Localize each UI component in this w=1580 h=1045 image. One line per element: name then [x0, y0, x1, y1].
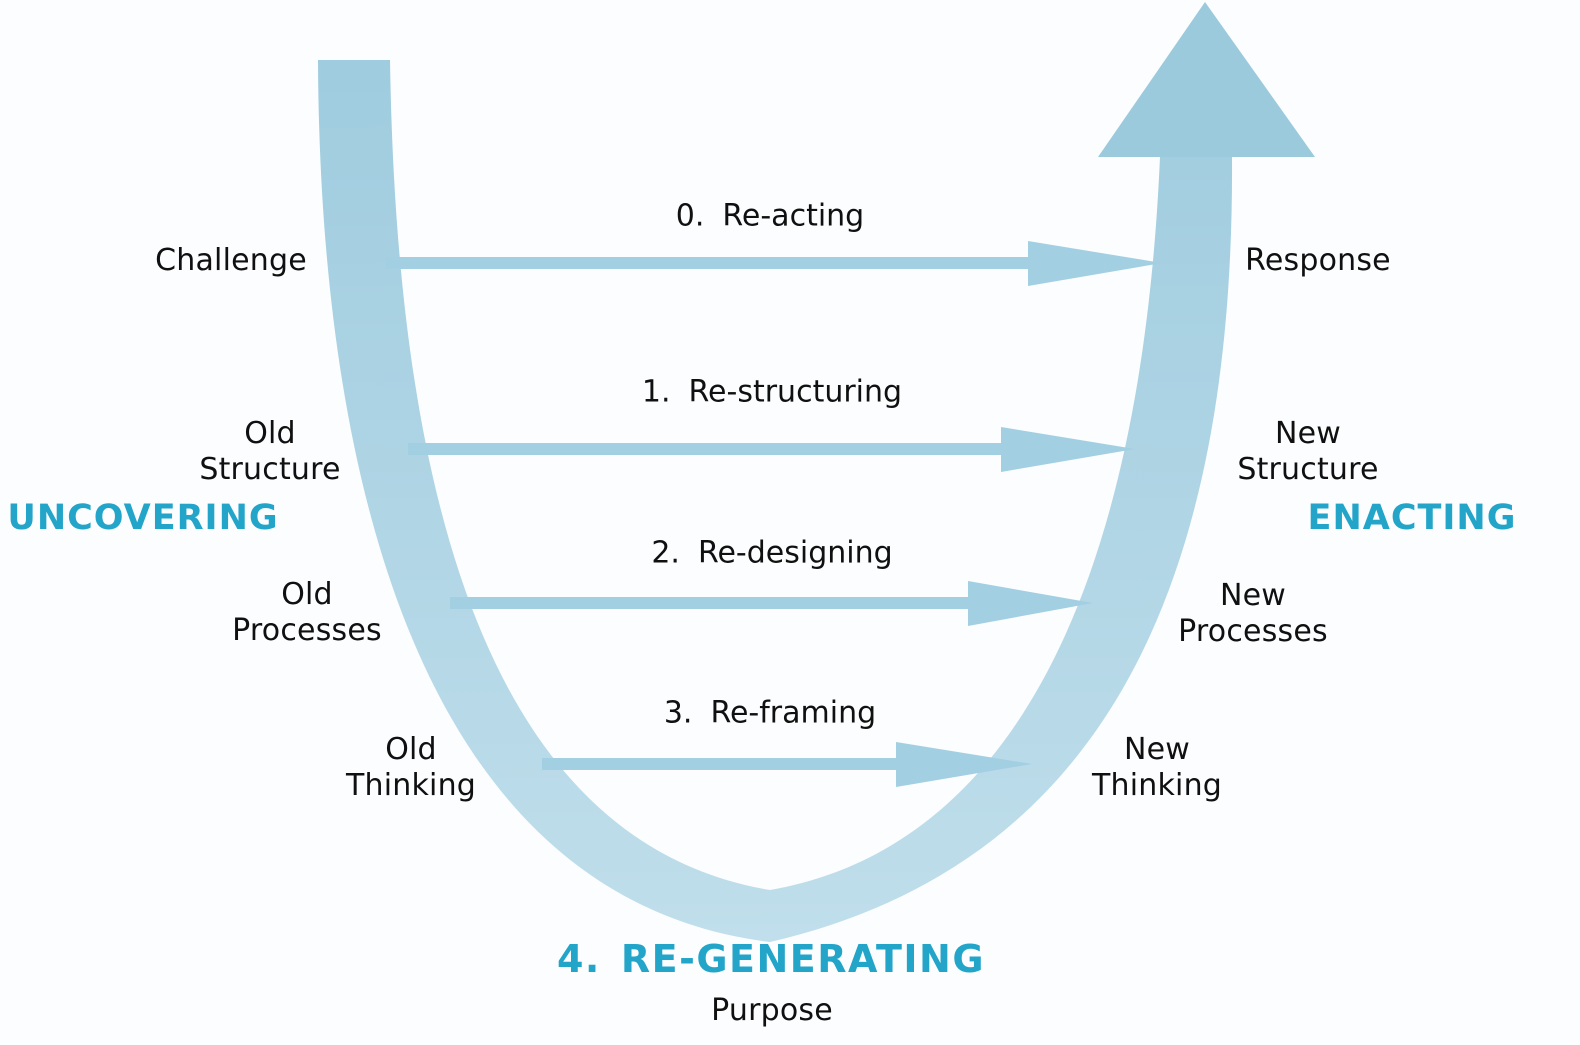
label-new-processes: New Processes — [1178, 578, 1328, 649]
stage-name: Re-designing — [697, 535, 893, 571]
label-new-thinking: New Thinking — [1091, 732, 1223, 803]
label-old-processes: Old Processes — [232, 577, 382, 648]
phase-label-enacting: ENACTING — [1307, 498, 1517, 538]
stage-name: Re-framing — [710, 695, 877, 731]
arrow-row-3 — [542, 742, 1032, 787]
arrow-row-1-shaft — [408, 443, 1003, 455]
stage-label-re-framing: 3. Re-framing — [664, 696, 876, 731]
stage-name: Re-structuring — [688, 374, 903, 410]
stage-label-re-structuring: 1. Re-structuring — [642, 375, 902, 410]
arrow-row-2-shaft — [450, 597, 970, 609]
label-response: Response — [1245, 243, 1391, 278]
arrow-row-0-head — [1028, 241, 1162, 286]
u-curve — [318, 60, 1233, 942]
stage-number: 3. — [663, 695, 693, 731]
stage-label-re-acting: 0. Re-acting — [676, 199, 864, 234]
stage-number: 4. — [556, 937, 601, 981]
label-new-structure: New Structure — [1237, 416, 1379, 487]
stage-name: Re-acting — [722, 198, 865, 234]
arrow-row-0 — [385, 241, 1162, 286]
arrow-row-3-shaft — [542, 758, 898, 770]
big-up-arrowhead — [1098, 2, 1315, 157]
label-old-thinking: Old Thinking — [345, 732, 477, 803]
arrow-row-2 — [450, 581, 1093, 626]
arrow-row-3-head — [896, 742, 1032, 787]
arrow-row-2-head — [968, 581, 1093, 626]
arrow-row-0-shaft — [385, 257, 1030, 269]
arrow-row-1-head — [1001, 427, 1135, 472]
stage-label-re-generating: 4. RE-GENERATING — [557, 937, 985, 981]
stage-name: RE-GENERATING — [620, 937, 986, 981]
phase-label-uncovering: UNCOVERING — [7, 498, 279, 538]
label-challenge: Challenge — [155, 243, 307, 278]
stage-number: 0. — [675, 198, 705, 234]
label-old-structure: Old Structure — [199, 416, 341, 487]
stage-number: 1. — [641, 374, 671, 410]
stage-number: 2. — [651, 535, 680, 571]
stage-label-re-designing: 2. Re-designing — [651, 536, 892, 571]
label-purpose: Purpose — [711, 993, 833, 1028]
arrow-row-1 — [408, 427, 1135, 472]
